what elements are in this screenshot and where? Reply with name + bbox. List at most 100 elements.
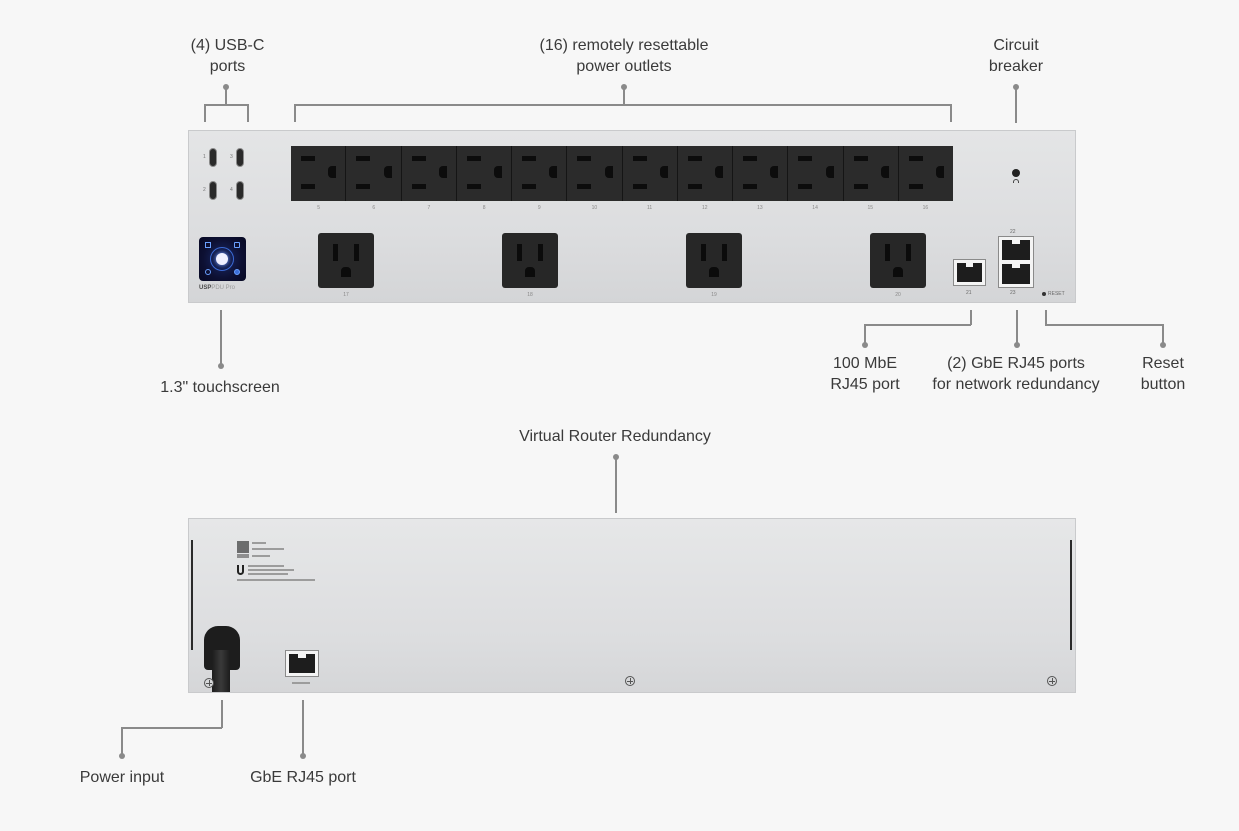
outlet-number: 12 [701,205,708,211]
outlet-number: 5 [317,205,320,211]
usb-c-port-3[interactable] [236,148,244,167]
rj45-port-22[interactable] [1002,240,1030,260]
rj45-port-23[interactable] [1002,264,1030,284]
outlets-leader-line [623,87,625,104]
large-power-outlet [318,233,374,288]
outlet-ground [659,166,668,178]
touchscreen[interactable] [199,237,246,281]
mbe-leader-horizontal [864,324,971,326]
large-outlet-number: 18 [527,292,533,298]
outlet-slot [853,156,868,161]
outlet-slot [687,156,702,161]
outlet-ground [383,166,392,178]
outlet-ground [715,166,723,178]
outlet-ground [709,267,719,277]
brand-label: USPPDU Pro [199,285,235,291]
circuit-breaker-button[interactable] [1012,169,1020,177]
circuit-breaker-callout: Circuit breaker [988,37,1044,75]
touchscreen-center-button[interactable] [216,253,228,265]
outlet-number: 10 [591,205,598,211]
mbe-port-callout: 100 MbE RJ45 port [830,355,900,393]
outlet-slot [301,156,315,161]
brand-model: PDU Pro [211,285,236,291]
outlet-slot [885,244,890,261]
outlet-slot [411,184,426,189]
usb-c-port-2[interactable] [209,181,217,200]
rj45-port-21[interactable] [953,259,986,286]
gbe-leader-line [1016,310,1018,344]
outlet-slot [577,156,592,161]
label-text-graphic [252,555,270,557]
usb-number: 2 [203,187,206,193]
gbe-leader-dot [1014,342,1020,348]
screw-icon [204,678,214,688]
power-leader-dot [119,753,125,759]
label-text-graphic [252,548,284,550]
back-gbe-leader-line [302,700,304,754]
outlet-slot [908,156,923,161]
outlet-bank [291,146,953,201]
gbe-ports-callout: (2) GbE RJ45 ports for network redundanc… [932,355,1100,393]
reset-leader-line [1045,310,1047,325]
outlet-slot [356,184,371,189]
reset-leader-dot [1160,342,1166,348]
outlet-slot [906,244,911,261]
large-power-outlet [686,233,742,288]
outlet-ground [328,166,337,178]
screw-icon [1047,676,1057,686]
outlet-slot [356,156,371,161]
outlet-slot [743,156,757,161]
outlet-ground [893,267,903,277]
reset-button[interactable] [1042,292,1046,296]
power-outlet [677,146,733,201]
back-gbe-rj45-port[interactable] [285,650,319,677]
qr-code-graphic [237,541,249,553]
usb-c-bracket-right [247,104,249,122]
power-outlet [567,146,623,201]
outlet-slot [354,244,359,261]
outlet-slot [466,184,481,189]
circuit-breaker-icon [1013,179,1019,183]
outlets-bracket-right [950,104,952,122]
power-outlet [346,146,402,201]
usb-c-ports-callout: (4) USB-C ports [190,37,265,75]
usb-c-port-4[interactable] [236,181,244,200]
outlet-ground [438,166,447,178]
power-outlet [788,146,844,201]
power-cable [212,650,230,692]
outlet-number: 16 [922,205,929,211]
rack-ear-left [191,540,193,650]
outlet-ground [604,166,613,178]
outlet-ground [880,166,889,178]
label-text-graphic [252,542,266,544]
outlet-number: 14 [812,205,818,211]
large-outlet-number: 19 [711,292,717,298]
port-number-21: 21 [966,290,972,296]
label-text-graphic [248,565,284,567]
outlet-number: 6 [372,205,376,211]
power-outlet [843,146,899,201]
large-outlet-number: 20 [895,292,901,298]
outlet-slot [853,184,868,189]
port-label-graphic [292,682,310,684]
label-text-graphic [248,573,288,575]
usb-c-bracket [204,104,248,106]
large-power-outlet [502,233,558,288]
power-leader-drop [121,727,123,754]
outlet-ground [341,267,351,277]
gbe-port-stack [998,236,1034,288]
barcode-graphic [237,554,249,558]
reset-leader-drop [1162,324,1164,343]
port-number-23: 23 [1010,290,1016,296]
reset-button-callout: Reset button [1140,355,1186,393]
outlet-slot [632,156,647,161]
outlet-ground [936,166,944,178]
back-gbe-leader-dot [300,753,306,759]
outlet-ground [525,267,535,277]
outlets-bracket [294,104,951,106]
usb-c-port-1[interactable] [209,148,217,167]
outlet-slot [411,156,426,161]
outlet-ground [549,166,558,178]
vrr-leader-line [615,457,617,513]
large-power-outlet [870,233,926,288]
